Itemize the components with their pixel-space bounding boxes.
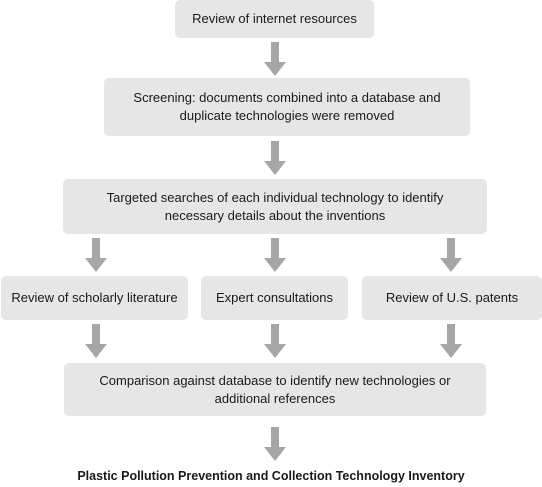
down-arrow-icon <box>440 238 462 272</box>
down-arrow-icon <box>264 324 286 358</box>
node-targeted-searches: Targeted searches of each individual tec… <box>63 179 487 234</box>
down-arrow-icon <box>264 238 286 272</box>
down-arrow-icon <box>85 324 107 358</box>
node-label: Review of scholarly literature <box>11 290 178 305</box>
down-arrow-icon <box>264 427 286 461</box>
node-label-line-2: necessary details about the inventions <box>164 207 386 223</box>
node-review-us-patents: Review of U.S. patents <box>362 276 542 320</box>
inventory-title: Plastic Pollution Prevention and Collect… <box>77 469 465 483</box>
node-label: Review of U.S. patents <box>385 290 519 305</box>
node-comparison: Comparison against database to identify … <box>64 363 486 416</box>
node-label-line-2: duplicate technologies were removed <box>179 108 395 123</box>
node-review-internet-resources: Review of internet resources <box>175 0 374 38</box>
down-arrow-icon <box>264 141 286 175</box>
node-screening: Screening: documents combined into a dat… <box>104 78 470 136</box>
node-label-line-1: Comparison against database to identify … <box>99 372 451 388</box>
node-expert-consultations: Expert consultations <box>201 276 348 320</box>
node-review-scholarly-literature: Review of scholarly literature <box>1 276 188 320</box>
down-arrow-icon <box>264 42 286 76</box>
node-label: Review of internet resources <box>192 11 357 26</box>
node-label: Expert consultations <box>215 290 334 305</box>
down-arrow-icon <box>85 238 107 272</box>
down-arrow-icon <box>440 324 462 358</box>
node-label-line-1: Screening: documents combined into a dat… <box>133 90 441 105</box>
node-label-line-2: additional references <box>214 390 336 406</box>
node-label-line-1: Targeted searches of each individual tec… <box>106 189 444 205</box>
